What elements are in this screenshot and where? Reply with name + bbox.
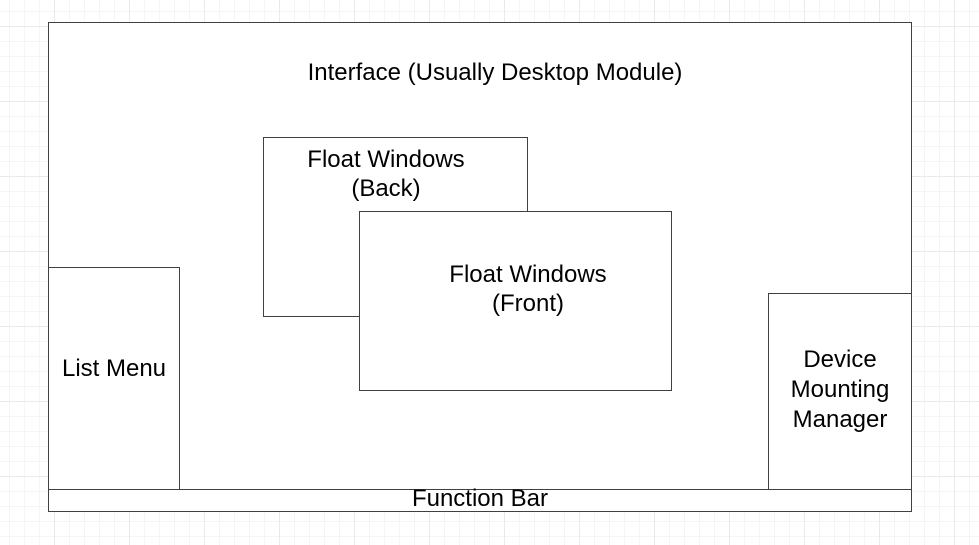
function-bar-box <box>48 489 912 512</box>
list-menu-box <box>48 267 180 490</box>
float-window-front-box <box>359 211 672 391</box>
device-mounting-manager-box <box>768 293 912 490</box>
